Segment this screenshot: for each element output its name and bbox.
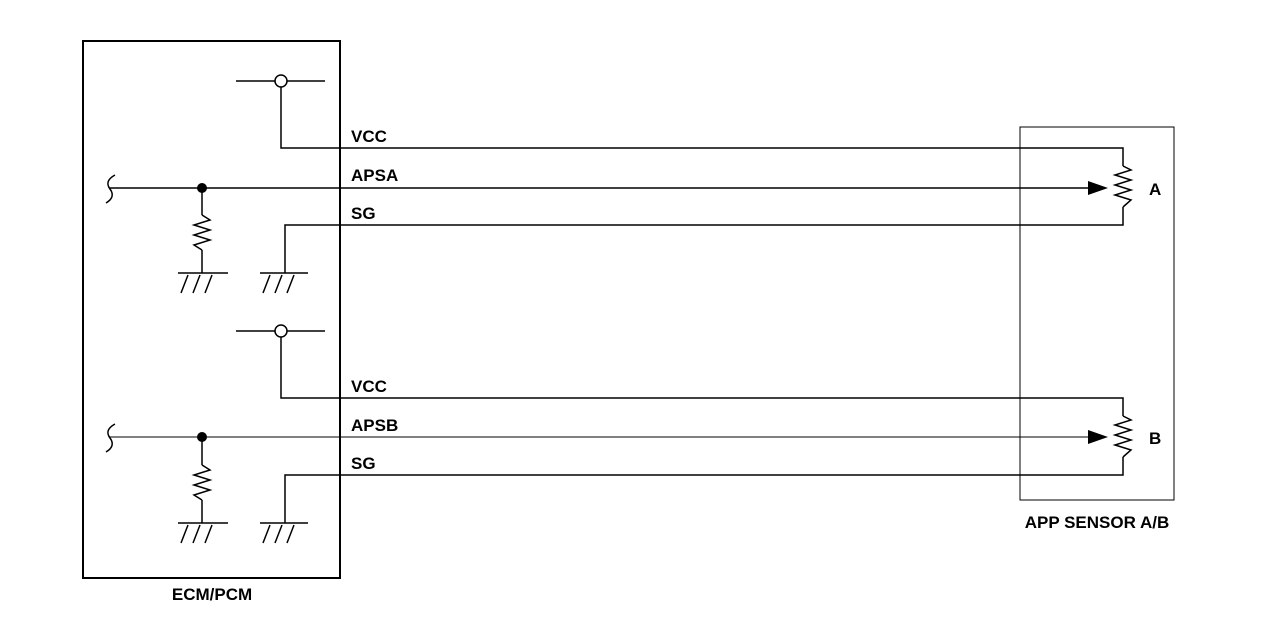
ground-icon (260, 522, 308, 544)
vcc-label: VCC (351, 127, 387, 146)
pulldown-resistor-icon (191, 464, 213, 501)
signal-break-icon (105, 423, 116, 453)
signal-break-icon (105, 174, 116, 204)
vcc-wire (280, 337, 1124, 416)
circuit-b: VCC APSB SG B (105, 324, 1161, 544)
sg-wire (284, 457, 1124, 523)
sg-label: SG (351, 454, 376, 473)
ground-icon (178, 272, 228, 294)
circuit-a: VCC APSA SG A (105, 74, 1161, 294)
potentiometer-icon (1112, 415, 1134, 458)
ecm-box (82, 40, 341, 579)
sensor-element-a-label: A (1149, 180, 1161, 199)
vcc-wire (280, 87, 1124, 166)
vcc-terminal (274, 74, 288, 88)
sg-label: SG (351, 204, 376, 223)
pulldown-resistor-icon (191, 214, 213, 251)
potentiometer-icon (1112, 165, 1134, 208)
wiper-arrow-icon (1088, 430, 1108, 444)
ground-icon (178, 522, 228, 544)
ground-icon (260, 272, 308, 294)
sensor-element-b-label: B (1149, 429, 1161, 448)
ecm-label: ECM/PCM (172, 585, 252, 604)
vcc-label: VCC (351, 377, 387, 396)
wiper-arrow-icon (1088, 181, 1108, 195)
signal-label: APSB (351, 416, 398, 435)
sensor-box (1019, 126, 1175, 501)
sg-wire (284, 207, 1124, 273)
sensor-label: APP SENSOR A/B (1025, 513, 1170, 532)
vcc-terminal (274, 324, 288, 338)
signal-label: APSA (351, 166, 398, 185)
